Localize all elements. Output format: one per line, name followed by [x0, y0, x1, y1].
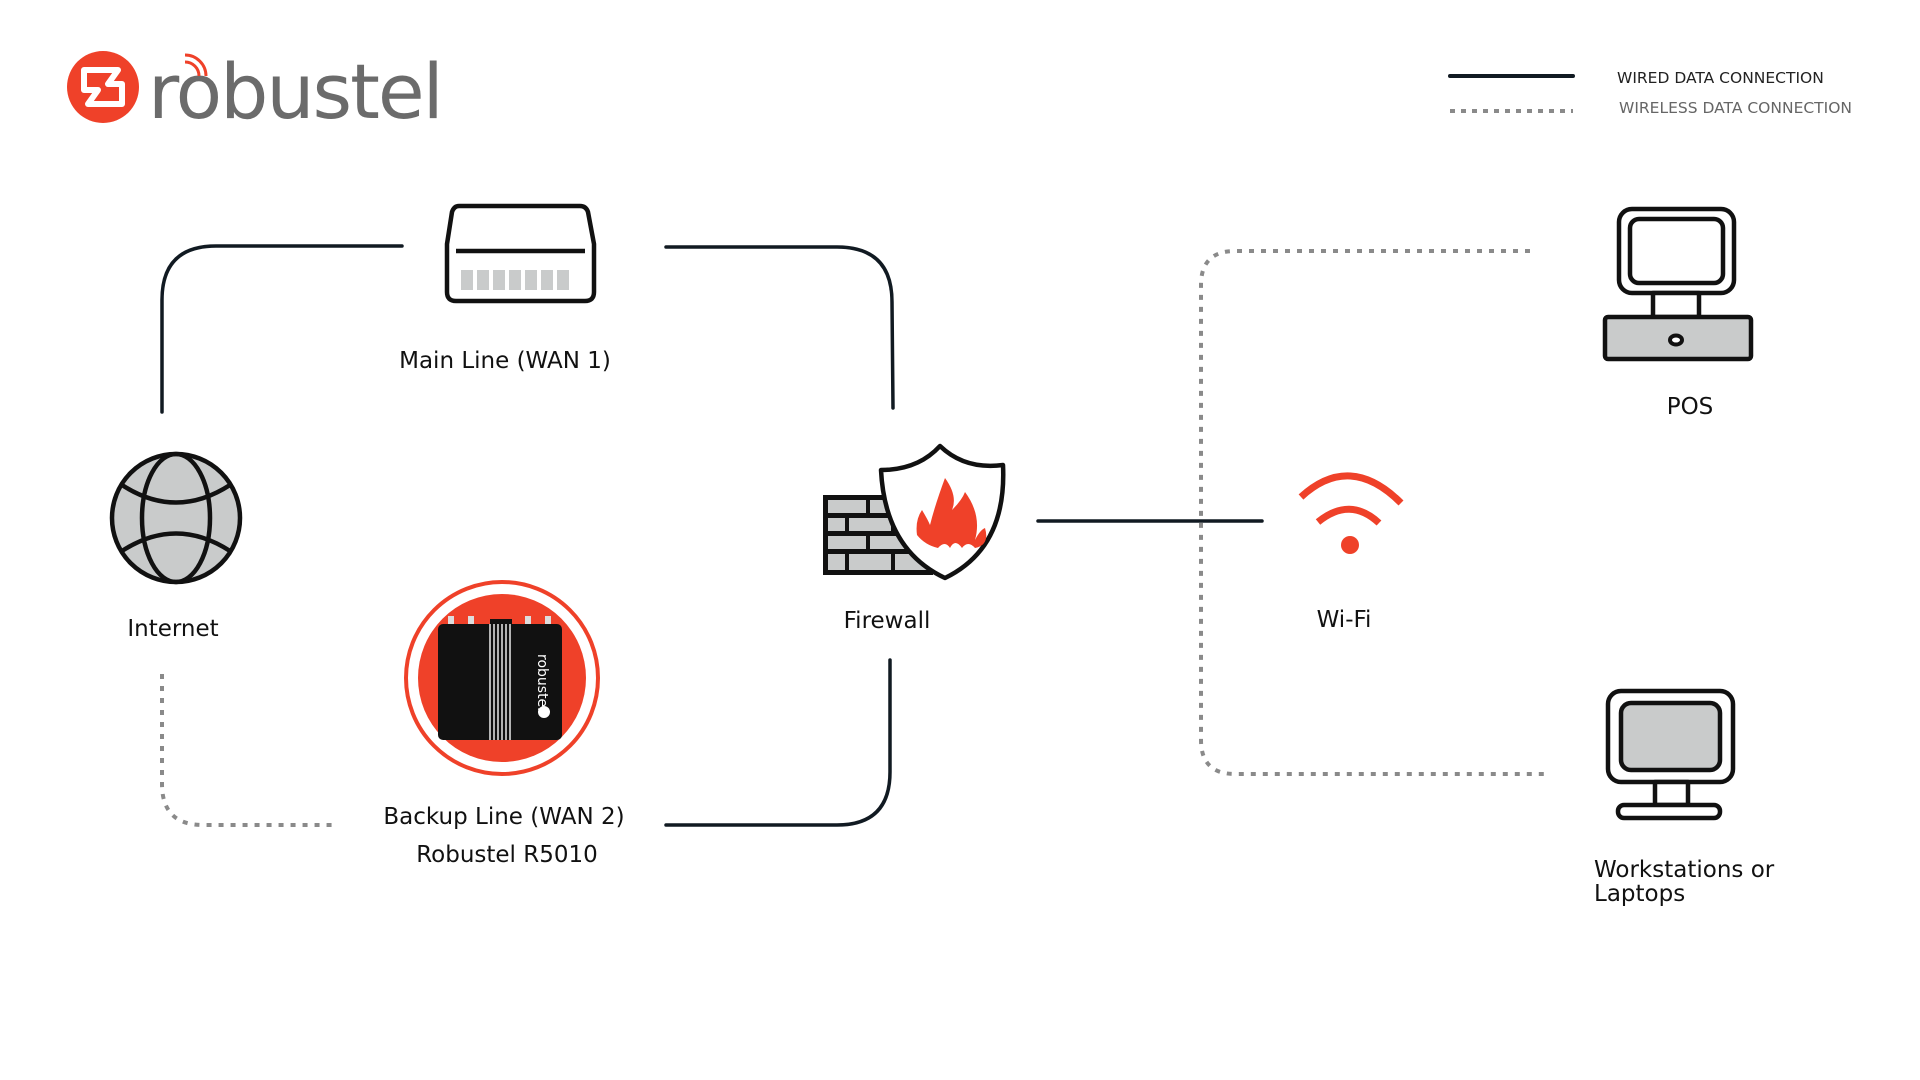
workstations-label: Workstations or	[1594, 857, 1775, 883]
logo-wordmark: robustel	[148, 47, 442, 136]
internet-label: Internet	[127, 616, 218, 642]
robustel-logo: robustel	[67, 47, 444, 136]
monitor-icon	[1605, 688, 1736, 821]
globe-icon	[109, 451, 243, 585]
logo-mark-icon	[67, 51, 139, 123]
connection-main-line-firewall	[664, 245, 895, 410]
connection-internet-backup-line	[160, 674, 336, 827]
modem-ports	[461, 270, 569, 290]
connection-wifi-devices	[1199, 249, 1545, 776]
connection-backup-line-firewall	[664, 658, 892, 827]
flame-icon	[916, 478, 987, 548]
internet-node[interactable]: Internet	[109, 451, 243, 642]
connections	[160, 244, 1545, 827]
wifi-icon	[1298, 472, 1404, 554]
router-ring	[404, 580, 600, 776]
backup-device-label: Robustel R5010	[416, 842, 598, 868]
connection-internet-main-line	[160, 244, 404, 414]
main-line-label: Main Line (WAN 1)	[399, 348, 611, 374]
wifi-label: Wi-Fi	[1317, 607, 1372, 633]
router-icon: robustel	[438, 616, 562, 740]
pos-node[interactable]: POS	[1602, 206, 1754, 420]
firewall-label: Firewall	[844, 608, 931, 634]
workstations-node[interactable]: Workstations or Laptops	[1594, 688, 1775, 907]
backup-line-node[interactable]: robustel Backup Line (WAN 2) Robustel R5…	[383, 580, 625, 868]
laptops-label: Laptops	[1594, 881, 1685, 907]
backup-line-label: Backup Line (WAN 2)	[383, 804, 624, 830]
pos-label: POS	[1667, 394, 1714, 420]
logo-glyph	[81, 67, 125, 107]
wifi-node[interactable]: Wi-Fi	[1298, 472, 1404, 633]
legend: WIRED DATA CONNECTION WIRELESS DATA CONN…	[1448, 69, 1852, 117]
legend-wireless-label: WIRELESS DATA CONNECTION	[1619, 99, 1852, 117]
logo-signal-icon	[184, 60, 201, 77]
firewall-node[interactable]: Firewall	[823, 443, 1006, 634]
pos-terminal-icon	[1602, 206, 1754, 362]
main-line-node[interactable]: Main Line (WAN 1)	[399, 203, 611, 374]
router-brand-text: robustel	[534, 654, 550, 711]
legend-wired-label: WIRED DATA CONNECTION	[1617, 69, 1824, 87]
